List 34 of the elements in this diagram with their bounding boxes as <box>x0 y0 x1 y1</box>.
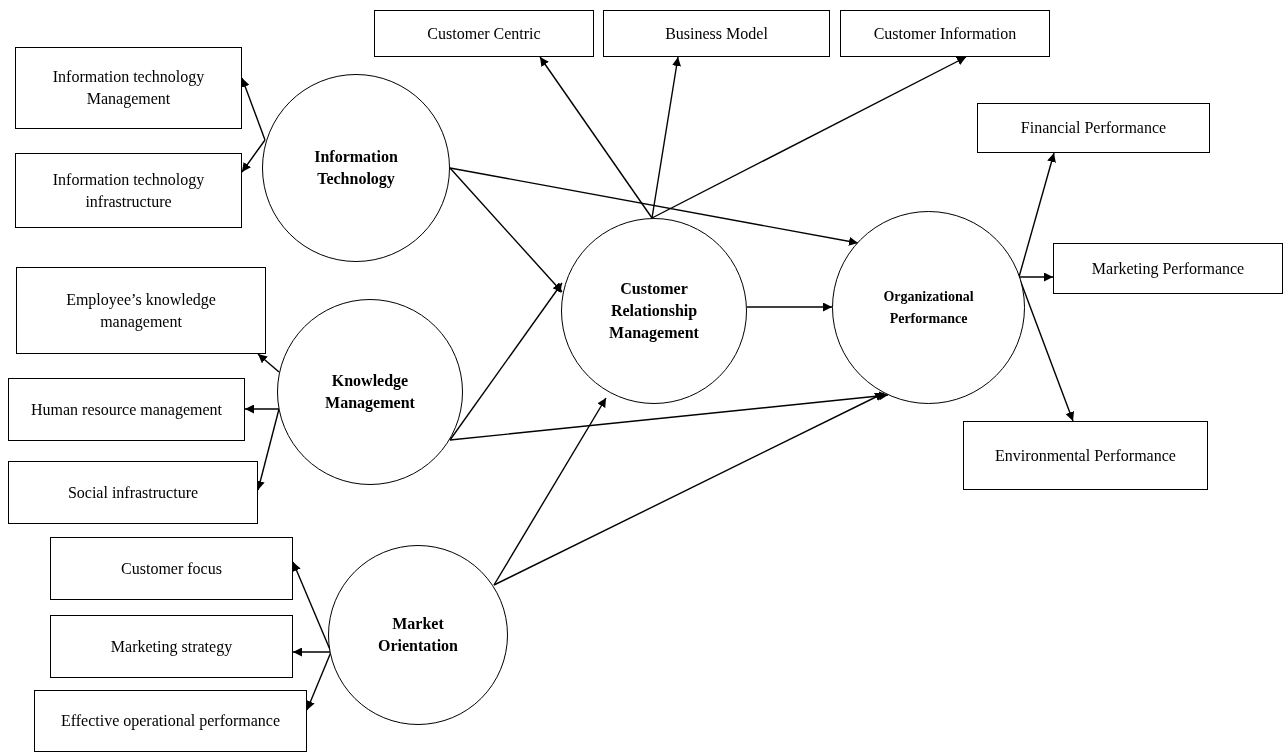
construct-circle: Knowledge Management <box>277 299 463 485</box>
arrow <box>746 302 833 312</box>
arrow <box>241 139 266 173</box>
construct-circle: Market Orientation <box>328 545 508 725</box>
arrow <box>240 77 266 141</box>
indicator-box: Customer focus <box>50 537 293 600</box>
indicator-box: Human resource management <box>8 378 245 441</box>
arrow <box>539 56 653 219</box>
arrow <box>449 391 889 441</box>
arrow <box>292 647 332 657</box>
indicator-box: Customer Information <box>840 10 1050 57</box>
construct-circle: Customer Relationship Management <box>561 218 747 404</box>
indicator-box: Social infrastructure <box>8 461 258 524</box>
indicator-box: Effective operational performance <box>34 690 307 752</box>
arrow <box>449 282 563 441</box>
arrow <box>651 56 967 219</box>
arrow <box>651 56 681 219</box>
arrow <box>257 353 280 373</box>
construct-circle: Organizational Performance <box>832 211 1025 404</box>
indicator-box: Financial Performance <box>977 103 1210 153</box>
arrow <box>1018 272 1054 282</box>
arrow <box>493 397 607 586</box>
indicator-box: Business Model <box>603 10 830 57</box>
indicator-box: Environmental Performance <box>963 421 1208 490</box>
indicator-box: Information technology infrastructure <box>15 153 242 228</box>
arrow <box>449 167 563 293</box>
indicator-box: Marketing Performance <box>1053 243 1283 294</box>
arrow <box>449 167 859 246</box>
construct-circle: Information Technology <box>262 74 450 262</box>
indicator-box: Information technology Management <box>15 47 242 129</box>
indicator-box: Marketing strategy <box>50 615 293 678</box>
arrow <box>244 404 280 414</box>
indicator-box: Customer Centric <box>374 10 594 57</box>
indicator-box: Employee’s knowledge management <box>16 267 266 354</box>
